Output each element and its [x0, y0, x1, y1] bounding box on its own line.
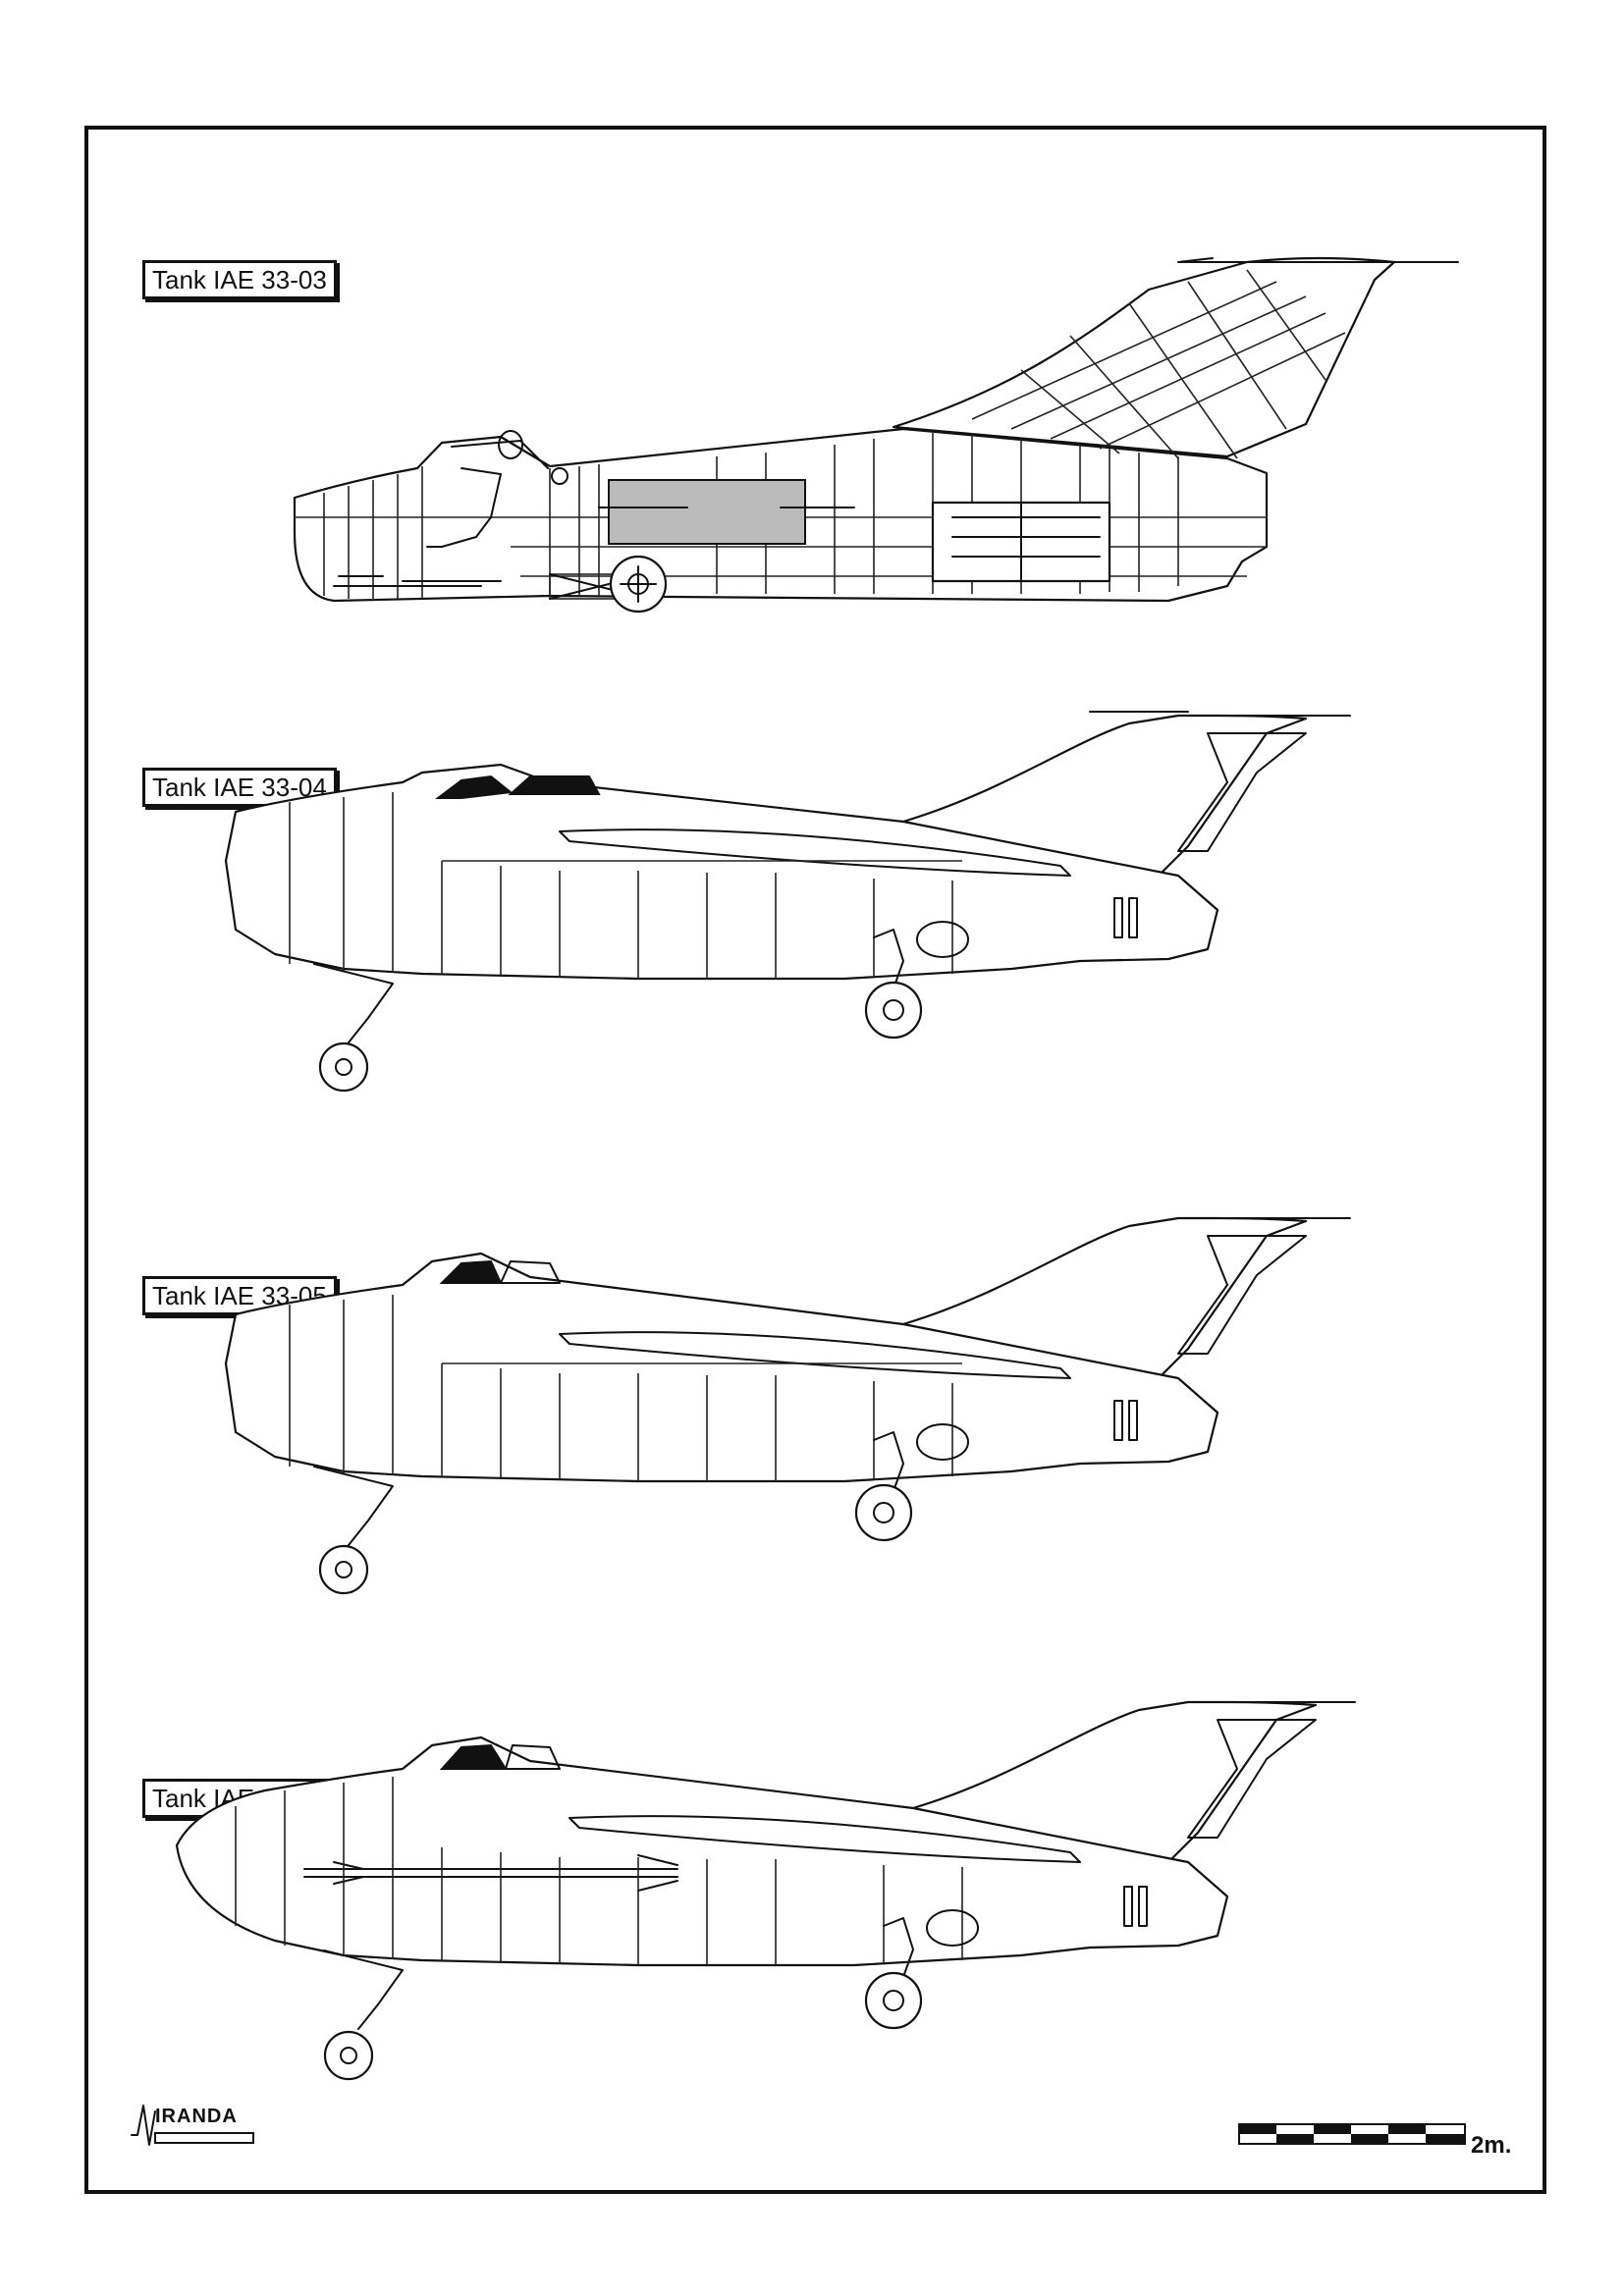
profile-drawing-04: [224, 711, 1351, 1093]
drawing-sheet: Tank IAE 33-03: [84, 126, 1546, 2194]
cutaway-drawing: [293, 256, 1459, 614]
profile-drawing-05r: [175, 1700, 1356, 2081]
plane-label-33-03: Tank IAE 33-03: [142, 260, 337, 299]
aircraft-profile-33-05: [88, 1214, 1543, 1666]
scale-label: 2m.: [1471, 2132, 1512, 2159]
logo-text: IRANDA: [155, 2106, 238, 2127]
scale-bar: [1238, 2123, 1466, 2145]
miranda-logo: [131, 2105, 254, 2146]
profile-drawing-05: [224, 1216, 1351, 1595]
aircraft-profile-33-05-r: [88, 1681, 1543, 2122]
aircraft-profile-33-04: [88, 704, 1543, 1165]
aircraft-cutaway-33-03: [88, 223, 1543, 733]
